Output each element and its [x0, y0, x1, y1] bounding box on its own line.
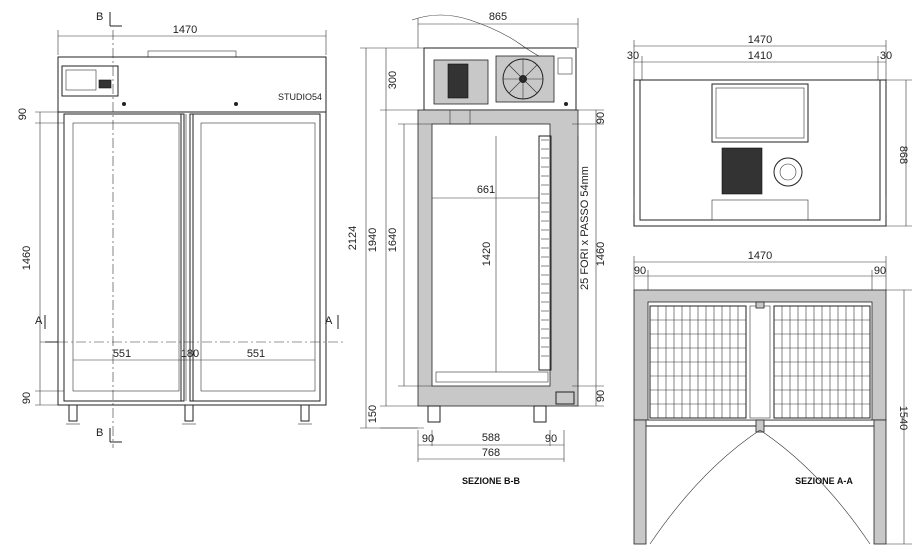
- top-margin-left: 30: [627, 50, 639, 62]
- interior-height-label: 1420: [481, 242, 493, 266]
- interior-depth-label: 588: [482, 432, 500, 444]
- section-a-right-mark: A: [325, 315, 333, 327]
- aa-wall-left: 90: [634, 265, 646, 277]
- section-b-top-mark: B: [96, 11, 103, 23]
- section-a-left-mark: A: [35, 315, 43, 327]
- top-margin-right: 30: [880, 50, 892, 62]
- body-depth-label: 768: [482, 447, 500, 459]
- aa-width-label: 1470: [748, 250, 772, 262]
- top-unit-height: 300: [387, 71, 399, 89]
- left-door-width: 551: [113, 348, 131, 360]
- section-a-a: 1470 90 90: [633, 250, 912, 545]
- interior-width-label: 661: [477, 184, 495, 196]
- display-icon: [98, 79, 112, 89]
- wall-right-label: 90: [545, 433, 557, 445]
- rail-holes: [541, 139, 549, 357]
- top-inner-width-label: 1410: [748, 50, 772, 62]
- top-width-label: 1470: [748, 34, 772, 46]
- top-depth-label: 868: [897, 146, 909, 164]
- depth-total-label: 865: [489, 11, 507, 23]
- total-height-label: 2124: [347, 226, 359, 250]
- section-b-b: 865: [347, 11, 607, 486]
- legs-height-label: 150: [367, 405, 379, 423]
- front-top-margin: 90: [17, 108, 29, 120]
- right-door[interactable]: [189, 113, 321, 402]
- section-bb-caption: SEZIONE B-B: [462, 476, 521, 486]
- aa-depth-label: 1540: [897, 406, 909, 430]
- front-view: 1470 B B STUDIO54 551 551 180 A: [17, 11, 344, 448]
- center-gap: 180: [181, 348, 199, 360]
- rail-top-margin: 90: [595, 112, 607, 124]
- compressor-icon: [447, 63, 469, 99]
- aa-wall-right: 90: [874, 265, 886, 277]
- left-door[interactable]: [63, 113, 185, 402]
- top-compressor-icon: [721, 147, 763, 195]
- top-view: 1470 1410 30 30 868: [627, 34, 912, 227]
- rail-height: 1460: [595, 242, 607, 266]
- section-aa-caption: SEZIONE A-A: [795, 476, 853, 486]
- cabinet-height-label: 1940: [367, 228, 379, 252]
- front-door-height: 1460: [21, 246, 33, 270]
- front-bottom-margin: 90: [21, 392, 33, 404]
- front-width-label: 1470: [173, 24, 197, 36]
- holes-pitch-label: 25 FORI x PASSO 54mm: [579, 166, 591, 290]
- right-door-width: 551: [247, 348, 265, 360]
- rail-bottom-margin: 90: [595, 390, 607, 402]
- shelf-rail: [538, 135, 552, 371]
- section-b-bottom-mark: B: [96, 427, 103, 439]
- wall-left-label: 90: [422, 433, 434, 445]
- brand-logo: STUDIO54: [278, 92, 322, 102]
- interior-height-total: 1640: [387, 228, 399, 252]
